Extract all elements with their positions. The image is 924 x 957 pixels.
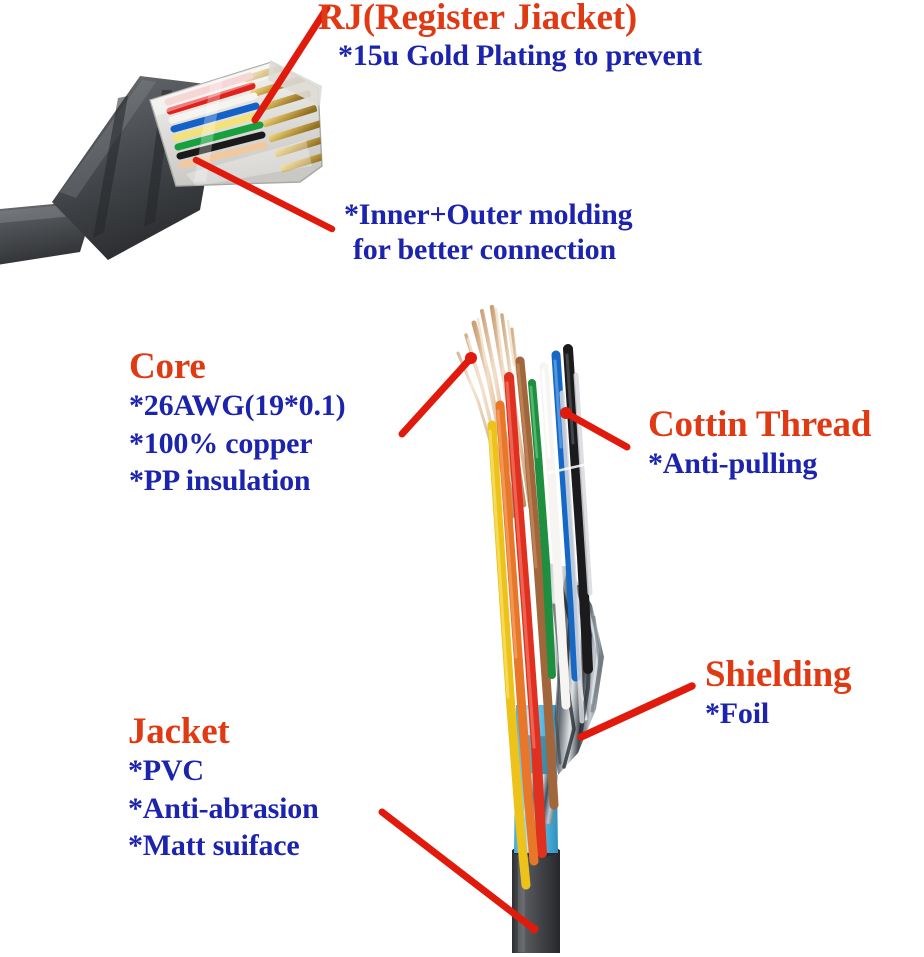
core-heading: Core (129, 346, 206, 387)
cotton-thread-spec-1: *Anti-pulling (648, 447, 818, 481)
molding-spec-2: for better connection (353, 233, 616, 267)
cable-cutaway-photo (456, 305, 604, 953)
molding-spec-1: *Inner+Outer molding (344, 198, 633, 231)
rj45-connector-photo (0, 60, 323, 265)
annotation-shielding: Shielding *Foil (705, 655, 851, 732)
core-spec-3: *PP insulation (129, 464, 311, 497)
inner-wires (164, 72, 268, 169)
jacket-spec-3: *Matt suiface (128, 829, 300, 862)
annotation-core: Core *26AWG(19*0.1) *100% copper *PP ins… (129, 346, 346, 498)
shielding-heading: Shielding (705, 654, 852, 695)
cotton-thread-heading: Cottin Thread (648, 404, 872, 445)
annotation-rj45: RJ(Register Jiacket) *15u Gold Plating t… (318, 0, 702, 74)
rj45-spec-1: *15u Gold Plating to prevent (338, 39, 702, 73)
boot-highlight (60, 80, 156, 198)
annotation-molding: *Inner+Outer molding for better connecti… (344, 197, 633, 268)
core-spec-1: *26AWG(19*0.1) (129, 389, 346, 423)
core-spec-2: *100% copper (129, 426, 313, 460)
boot-ridge-1 (93, 96, 128, 238)
jacket-heading: Jacket (128, 711, 230, 752)
shielding-spec-1: *Foil (705, 697, 769, 731)
annotation-cotton-thread: Cottin Thread *Anti-pulling (648, 405, 871, 482)
jacket-spec-2: *Anti-abrasion (128, 791, 319, 825)
jacket-spec-1: *PVC (128, 754, 204, 788)
annotation-jacket: Jacket *PVC *Anti-abrasion *Matt suiface (128, 712, 319, 863)
bundle-seam (547, 461, 593, 475)
core-conductors (487, 344, 593, 890)
rj45-heading: RJ(Register Jiacket) (318, 0, 637, 38)
